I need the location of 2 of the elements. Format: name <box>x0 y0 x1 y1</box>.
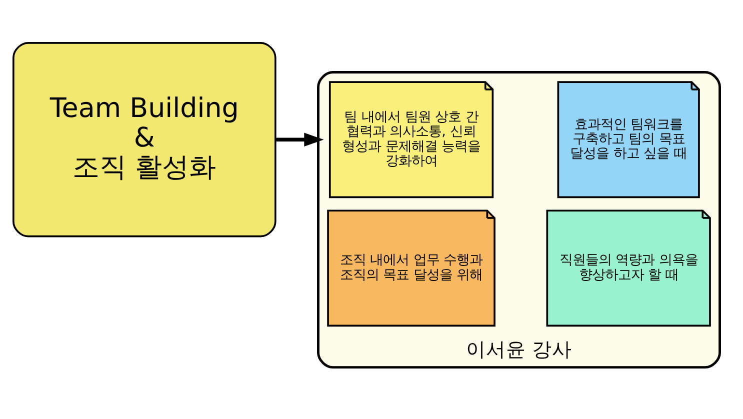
node-box: Team Building & 조직 활성화 <box>12 41 276 237</box>
arrow <box>276 132 324 146</box>
